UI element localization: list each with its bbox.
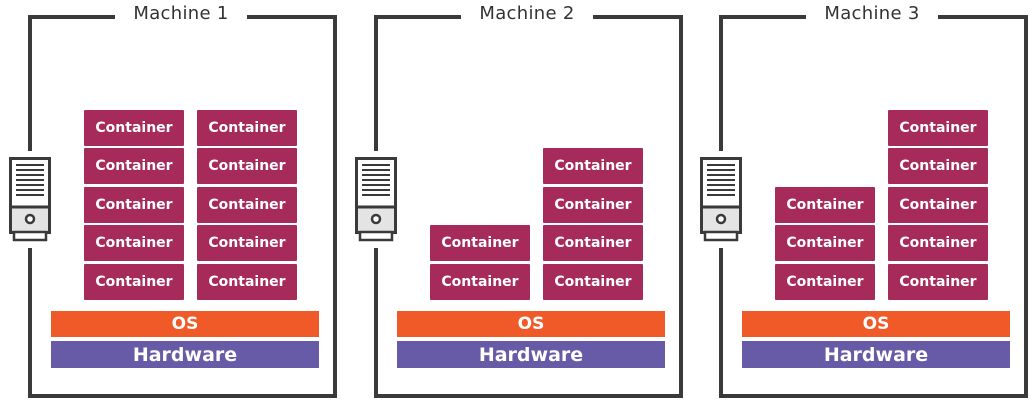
frame-border: [374, 15, 378, 151]
container-block: Container: [543, 148, 643, 184]
server-icon: [355, 157, 397, 242]
os-layer: OS: [397, 311, 665, 337]
frame-border: [247, 15, 336, 19]
container-block: Container: [84, 264, 184, 300]
machine-title: Machine 1: [133, 3, 229, 24]
os-layer: OS: [742, 311, 1010, 337]
container-block: Container: [84, 225, 184, 261]
frame-border: [374, 248, 378, 398]
hardware-layer: Hardware: [397, 341, 665, 368]
container-block: Container: [888, 187, 988, 223]
hardware-layer: Hardware: [742, 341, 1010, 368]
frame-border: [719, 15, 806, 19]
container-block: Container: [197, 187, 297, 223]
container-block: Container: [197, 110, 297, 146]
container-block: Container: [543, 264, 643, 300]
frame-border: [374, 394, 683, 398]
container-block: Container: [775, 264, 875, 300]
frame-border: [719, 15, 723, 151]
container-block: Container: [197, 264, 297, 300]
container-block: Container: [775, 225, 875, 261]
container-block: Container: [84, 187, 184, 223]
container-block: Container: [430, 264, 530, 300]
container-block: Container: [888, 225, 988, 261]
server-icon: [700, 157, 742, 242]
machine-title: Machine 3: [824, 3, 920, 24]
server-icon: [9, 157, 51, 242]
container-block: Container: [84, 110, 184, 146]
container-block: Container: [775, 187, 875, 223]
container-block: Container: [888, 264, 988, 300]
hardware-layer: Hardware: [51, 341, 319, 368]
container-block: Container: [888, 148, 988, 184]
container-block: Container: [197, 148, 297, 184]
container-block: Container: [888, 110, 988, 146]
container-block: Container: [197, 225, 297, 261]
frame-border: [679, 15, 683, 398]
frame-border: [719, 248, 723, 398]
container-block: Container: [430, 225, 530, 261]
frame-border: [28, 248, 32, 398]
frame-border: [28, 15, 32, 151]
container-block: Container: [84, 148, 184, 184]
frame-border: [719, 394, 1028, 398]
frame-border: [333, 15, 337, 398]
frame-border: [938, 15, 1027, 19]
container-block: Container: [543, 225, 643, 261]
frame-border: [28, 394, 337, 398]
os-layer: OS: [51, 311, 319, 337]
machine-title: Machine 2: [479, 3, 575, 24]
frame-border: [28, 15, 115, 19]
container-block: Container: [543, 187, 643, 223]
frame-border: [374, 15, 461, 19]
frame-border: [1024, 15, 1028, 398]
frame-border: [593, 15, 682, 19]
